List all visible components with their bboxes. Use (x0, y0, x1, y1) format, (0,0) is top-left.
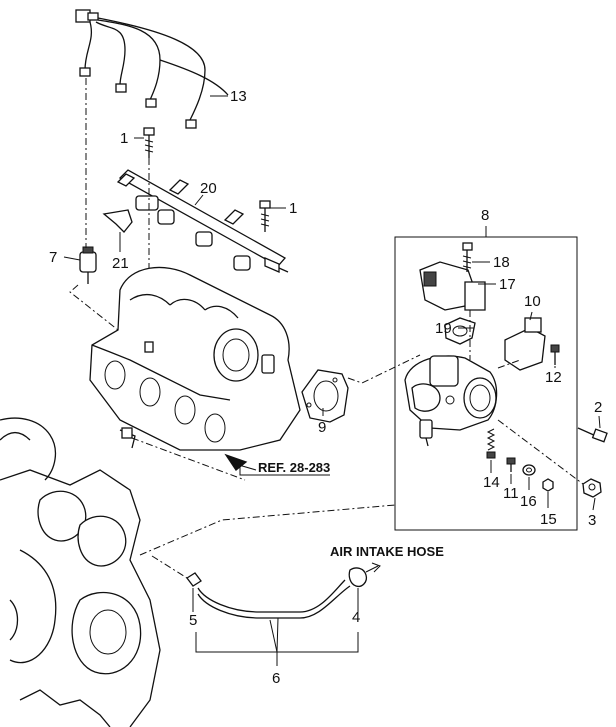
callout-9: 9 (318, 419, 326, 436)
throttle-body-gasket (301, 369, 349, 423)
callout-18: 18 (493, 254, 510, 271)
callout-13: 13 (230, 88, 247, 105)
callout-21: 21 (112, 255, 129, 272)
nut-15 (542, 478, 554, 492)
throttle-position-sensor (504, 317, 560, 371)
wiring-harness (75, 9, 229, 129)
callout-6: 6 (272, 670, 280, 687)
fuel-rail (116, 169, 289, 273)
actuator-gasket (444, 317, 476, 345)
idle-speed-actuator (419, 242, 486, 311)
leader-lines (63, 95, 601, 666)
callout-17: 17 (499, 276, 516, 293)
callout-3: 3 (588, 512, 596, 529)
callout-7: 7 (49, 249, 57, 266)
callout-10: 10 (524, 293, 541, 310)
bolt-1-upper (143, 127, 155, 158)
fuel-injector (79, 246, 97, 284)
throttle-body (404, 355, 498, 447)
air-intake-hose-label: AIR INTAKE HOSE (330, 544, 444, 559)
callout-8: 8 (481, 207, 489, 224)
engine-block (0, 417, 246, 727)
callout-1-upper: 1 (120, 130, 128, 147)
ref-arrow (224, 453, 330, 476)
screw-11 (506, 457, 516, 472)
washer-16 (522, 464, 536, 476)
vacuum-hose (186, 562, 381, 619)
intake-manifold (89, 266, 301, 451)
callout-2: 2 (594, 399, 602, 416)
injector-clip (102, 209, 133, 233)
reference-label: REF. 28-283 (258, 460, 330, 475)
bolt-1-right (259, 200, 271, 232)
callout-15: 15 (540, 511, 557, 528)
callout-5: 5 (189, 612, 197, 629)
callout-1-right: 1 (289, 200, 297, 217)
callout-19: 19 (435, 320, 452, 337)
callout-4: 4 (352, 609, 360, 626)
callout-14: 14 (483, 474, 500, 491)
nut-3 (582, 478, 602, 498)
bolt-2 (577, 427, 608, 443)
callout-11: 11 (503, 485, 519, 502)
throttle-spring (486, 428, 496, 459)
callout-20: 20 (200, 180, 217, 197)
callout-16: 16 (520, 493, 537, 510)
callout-12: 12 (545, 369, 562, 386)
